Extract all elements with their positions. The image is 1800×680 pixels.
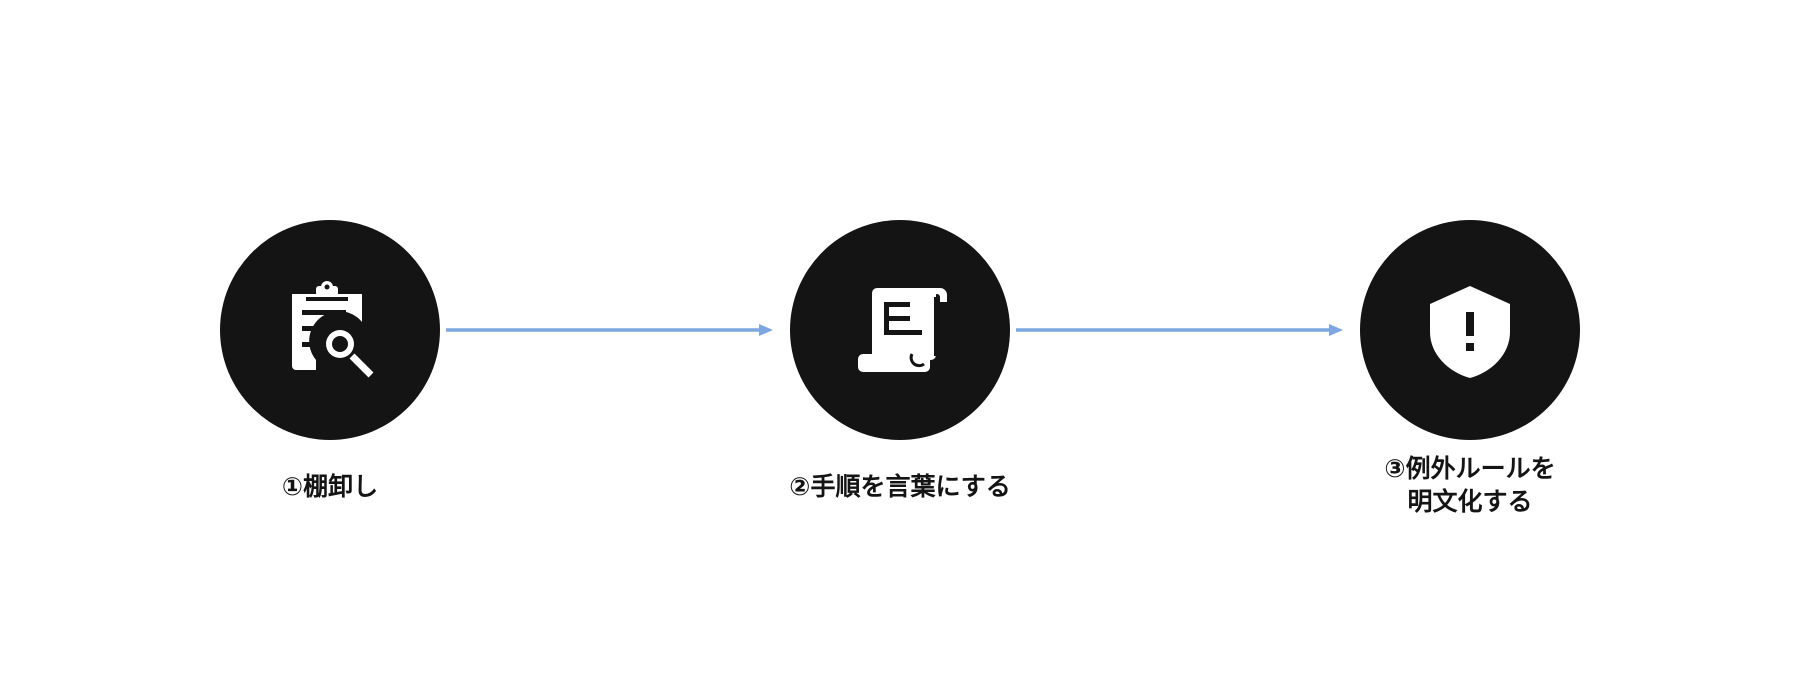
step1-label: ①棚卸し <box>281 472 379 501</box>
arrow-step2-to-step3 <box>1016 324 1343 336</box>
arrow-step1-to-step2 <box>446 324 773 336</box>
scroll-document-icon <box>858 288 947 372</box>
step3-label: ③例外ルールを 明文化する <box>1384 454 1556 516</box>
step2-label: ②手順を言葉にする <box>789 472 1011 501</box>
clipboard-search-icon <box>292 281 374 378</box>
shield-alert-icon <box>1430 286 1510 378</box>
step2-circle <box>790 220 1010 440</box>
step1-circle <box>220 220 440 440</box>
step3-circle <box>1360 220 1580 440</box>
